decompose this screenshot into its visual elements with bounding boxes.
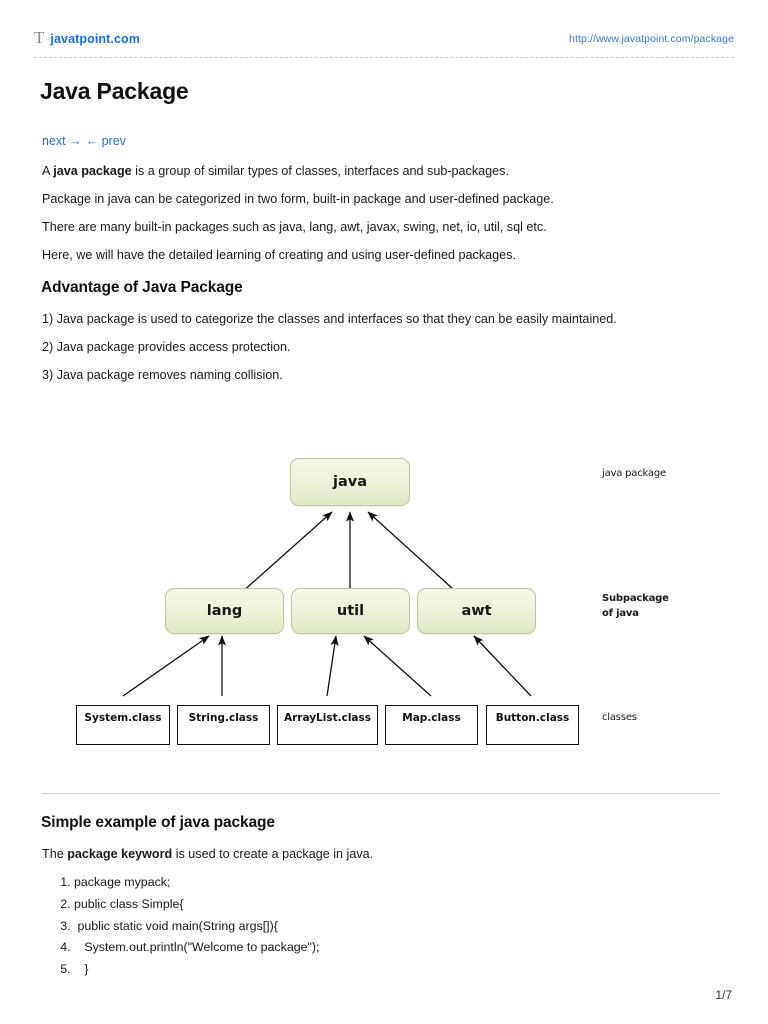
header-divider [34,57,734,58]
code-line: System.out.println("Welcome to package")… [74,937,319,959]
page-title: Java Package [40,78,189,104]
intro-p1-part-c: is a group of similar types of classes, … [131,164,509,178]
intro-p1-part-a: A [42,164,54,178]
advantage-heading: Advantage of Java Package [41,279,243,296]
prev-link[interactable]: ← prev [85,134,126,148]
package-hierarchy-diagram: java java package lang util awt Subpacka… [0,430,768,770]
diagram-node-util[interactable]: util [291,588,410,634]
site-header: T javatpoint.com http://www.javatpoint.c… [34,28,734,54]
section-divider [42,793,720,794]
diagram-label-classes: classes [602,712,637,723]
example-lead-part-a: The [42,847,68,861]
example-lead: The package keyword is used to create a … [42,846,373,862]
diagram-label-subpackage-line2: of java [602,607,639,619]
intro-paragraph-3: There are many built-in packages such as… [42,220,547,234]
diagram-node-lang[interactable]: lang [165,588,284,634]
code-line: public class Simple{ [74,894,319,916]
example-lead-part-c: is used to create a package in java. [172,847,374,861]
intro-p1-strong: java package [53,164,132,178]
diagram-label-java-package: java package [602,468,666,479]
code-listing: package mypack; public class Simple{ pub… [44,872,319,981]
example-lead-strong: package keyword [67,847,173,861]
intro-paragraph-1: A java package is a group of similar typ… [42,163,509,179]
page-number: 1/7 [715,988,732,1002]
header-url[interactable]: http://www.javatpoint.com/package [569,33,734,45]
advantage-item-3: 3) Java package removes naming collision… [42,368,283,382]
nav-links: next →← prev [42,134,126,148]
diagram-label-subpackage-line1: Subpackage [602,593,669,604]
brand[interactable]: T javatpoint.com [34,28,140,47]
brand-name: javatpoint.com [50,31,140,46]
next-link[interactable]: next → [42,134,82,148]
diagram-node-arraylist-class[interactable]: ArrayList.class [277,705,378,745]
diagram-label-subpackage: Subpackage of java [602,592,669,621]
code-line: package mypack; [74,872,319,894]
code-line: public static void main(String args[]){ [74,916,319,938]
diagram-node-java[interactable]: java [290,458,410,506]
intro-paragraph-2: Package in java can be categorized in tw… [42,192,554,206]
advantage-item-2: 2) Java package provides access protecti… [42,340,291,354]
intro-paragraph-4: Here, we will have the detailed learning… [42,248,516,262]
diagram-node-string-class[interactable]: String.class [177,705,270,745]
code-line: } [74,959,319,981]
diagram-node-button-class[interactable]: Button.class [486,705,579,745]
diagram-node-awt[interactable]: awt [417,588,536,634]
serif-t-logo-icon: T [34,28,44,47]
advantage-item-1: 1) Java package is used to categorize th… [42,312,617,326]
diagram-node-map-class[interactable]: Map.class [385,705,478,745]
diagram-node-system-class[interactable]: System.class [76,705,170,745]
example-heading: Simple example of java package [41,814,275,831]
